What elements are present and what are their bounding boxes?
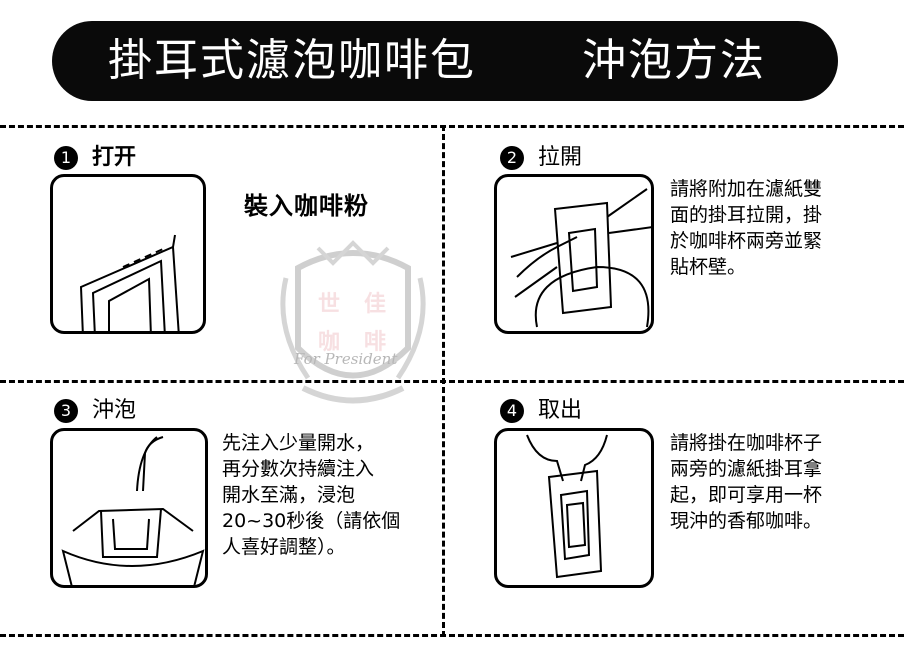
step-1-header: 1 打开 bbox=[54, 145, 136, 171]
step-1-illustration bbox=[50, 174, 206, 334]
step-2-illustration bbox=[494, 174, 654, 334]
open-bag-icon bbox=[53, 177, 206, 334]
step-title: 拉開 bbox=[538, 145, 582, 171]
step-3-header: 3 沖泡 bbox=[54, 398, 136, 424]
divider-top bbox=[0, 125, 904, 128]
step-3-description: 先注入少量開水， 再分數次持續注入 開水至滿，浸泡 20~30秒後（請依個 人喜… bbox=[222, 430, 400, 560]
page-title: 掛耳式濾泡咖啡包 bbox=[108, 33, 476, 89]
title-banner: 掛耳式濾泡咖啡包 沖泡方法 bbox=[52, 21, 838, 101]
step-number: 1 bbox=[54, 146, 78, 170]
watermark-char: 世 bbox=[318, 286, 340, 318]
watermark-char: 佳 bbox=[364, 286, 386, 318]
step-2-description: 請將附加在濾紙雙 面的掛耳拉開，掛 於咖啡杯兩旁並緊 貼杯壁。 bbox=[670, 176, 822, 280]
watermark-script: For President bbox=[294, 350, 397, 368]
step-title: 沖泡 bbox=[92, 398, 136, 424]
step-number: 2 bbox=[500, 146, 524, 170]
step-number: 3 bbox=[54, 399, 78, 423]
pour-kettle-icon bbox=[53, 431, 208, 588]
divider-middle bbox=[0, 380, 904, 383]
divider-bottom bbox=[0, 634, 904, 637]
step-3-illustration bbox=[50, 428, 208, 588]
step-number: 4 bbox=[500, 399, 524, 423]
step-2-header: 2 拉開 bbox=[500, 145, 582, 171]
page-subtitle: 沖泡方法 bbox=[582, 33, 766, 89]
step-title: 打开 bbox=[92, 145, 136, 171]
remove-bag-icon bbox=[497, 431, 654, 588]
step-title: 取出 bbox=[538, 398, 582, 424]
hanging-bag-icon bbox=[497, 177, 654, 334]
step-4-illustration bbox=[494, 428, 654, 588]
divider-vertical bbox=[442, 125, 445, 637]
crest-icon bbox=[278, 238, 428, 408]
step-4-description: 請將掛在咖啡杯子 兩旁的濾紙掛耳拿 起，即可享用一杯 現沖的香郁咖啡。 bbox=[670, 430, 822, 534]
step-1-callout: 裝入咖啡粉 bbox=[244, 186, 369, 221]
step-4-header: 4 取出 bbox=[500, 398, 582, 424]
watermark-logo: 世 佳 咖 啡 For President bbox=[278, 238, 428, 408]
